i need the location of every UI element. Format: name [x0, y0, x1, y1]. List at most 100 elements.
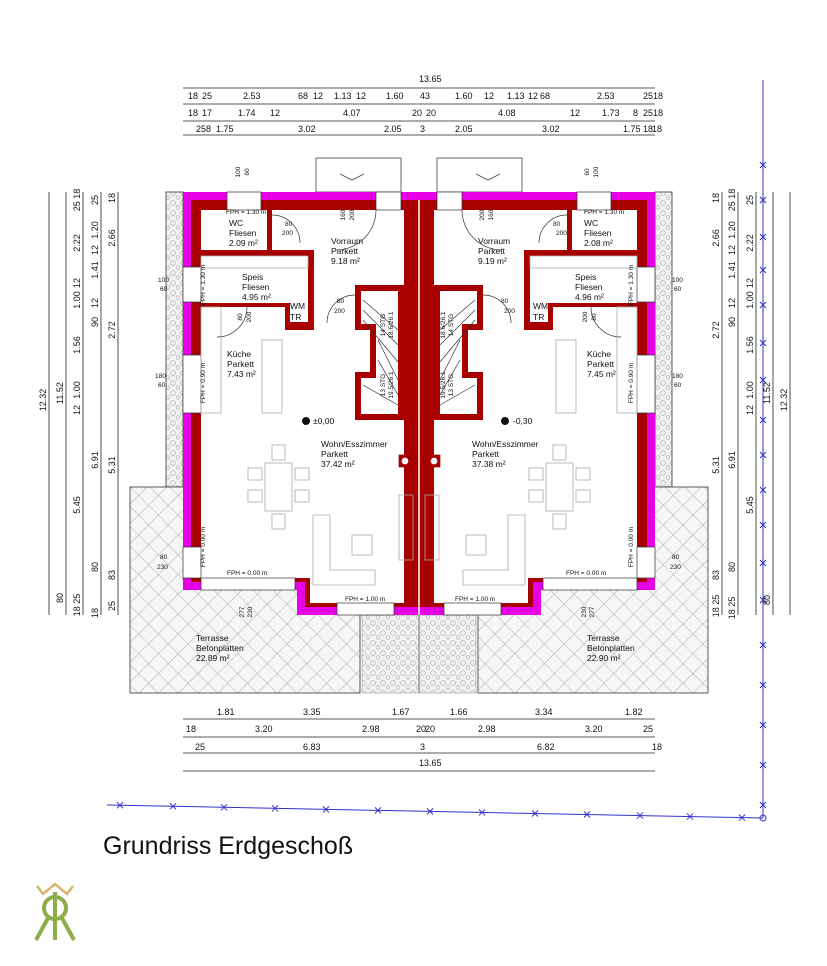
room-floor: Fliesen: [584, 228, 612, 238]
dimension-label: 12: [356, 91, 366, 101]
door-height: 200: [246, 311, 253, 322]
dimension-label: 12: [727, 298, 737, 308]
survey-point-marker: [759, 196, 767, 204]
survey-point-marker: [759, 339, 767, 347]
dimension-label: 12: [484, 91, 494, 101]
window-height: 230: [157, 564, 168, 571]
survey-point-marker: [116, 801, 124, 809]
dimension-label: 1.73: [602, 108, 620, 118]
dimension-label: 1.67: [392, 707, 410, 717]
room-area: 4.96 m²: [575, 292, 604, 302]
room-area: 7.45 m²: [587, 369, 616, 379]
dimension-label: 25 18: [72, 189, 82, 212]
dimension-label: 3: [420, 742, 425, 752]
dimension-label: 12: [72, 405, 82, 415]
room-floor: Parkett: [472, 449, 500, 459]
dimension-label: 2.05: [384, 124, 402, 134]
level-label: -0,30: [513, 416, 533, 426]
dimension-label: 25: [107, 601, 117, 611]
dimension-label: 11.52: [762, 382, 772, 404]
dimension-label: 12: [528, 91, 538, 101]
window-height: 60: [160, 286, 168, 293]
dimension-label: 13.65: [419, 74, 442, 84]
dimension-label: 20: [426, 108, 436, 118]
door-width: 277: [239, 606, 246, 617]
entry-canopy-right: [436, 157, 523, 193]
dimension-label: 2.72: [107, 321, 117, 339]
window-width: 100: [593, 166, 600, 177]
tr-label: TR: [290, 312, 301, 322]
room-name-wohnzimmer: Wohn/Esszimmer: [321, 439, 388, 449]
stairs-label: 19.5/26.1: [440, 371, 447, 398]
room-name-speis: Speis: [242, 272, 263, 282]
dimension-label: 3.34: [535, 707, 553, 717]
dimension-label: 18: [652, 124, 662, 134]
dimension-label: 6.91: [727, 451, 737, 469]
survey-point-marker: [759, 266, 767, 274]
door-width: 80: [285, 221, 293, 228]
dimension-label: 18: [90, 608, 100, 618]
dimension-label: 1.00: [745, 381, 755, 399]
dimension-label: 1.60: [386, 91, 404, 101]
gravel-strip-left: [165, 191, 184, 488]
dimension-label: 1.60: [455, 91, 473, 101]
dimension-label: 1.00: [72, 291, 82, 309]
dimension-label: 18 25: [72, 594, 82, 617]
dimension-label: 12: [313, 91, 323, 101]
survey-point-marker: [686, 813, 694, 820]
survey-point-marker: [759, 376, 767, 384]
dimension-label: 13.65: [419, 758, 442, 768]
survey-point-marker: [759, 451, 767, 459]
dimension-label: 18: [643, 124, 653, 134]
dimension-label: 43: [420, 91, 430, 101]
walls: [183, 192, 655, 615]
fph-label: FPH = 1.00 m: [345, 596, 385, 603]
page-title: Grundriss Erdgeschoß: [103, 832, 354, 860]
room-name-wc: WC: [229, 218, 243, 228]
room-name-wc: WC: [584, 218, 598, 228]
room-floor: Parkett: [227, 359, 255, 369]
dimension-label: 18: [653, 91, 663, 101]
survey-point-marker: [759, 681, 767, 689]
dimension-label: 3.02: [542, 124, 560, 134]
dimension-label: 1.13: [507, 91, 525, 101]
dimension-label: 5.45: [745, 496, 755, 514]
window-height: 60: [158, 382, 166, 389]
window-width: 100: [158, 277, 169, 284]
dimension-label: 2.98: [362, 724, 380, 734]
dimension-label: 83: [711, 570, 721, 580]
door-height: 200: [582, 311, 589, 322]
dimension-label: 18: [652, 742, 662, 752]
window-width: 100: [672, 277, 683, 284]
door-width: 160: [340, 209, 347, 220]
survey-point-marker: [759, 521, 767, 529]
door-width: 277: [589, 606, 596, 617]
dimension-label: 3.20: [585, 724, 603, 734]
dimension-label: 1.82: [625, 707, 643, 717]
dimension-label: 8: [206, 124, 211, 134]
dimension-label: 5.31: [107, 456, 117, 474]
dimension-label: 1.56: [72, 336, 82, 354]
door-width: 80: [337, 298, 345, 305]
room-name-kueche: Küche: [227, 349, 251, 359]
door-width: 80: [237, 313, 244, 321]
survey-point-marker: [478, 809, 486, 816]
dimension-label: 2.05: [455, 124, 473, 134]
dimension-label: 18 25: [727, 597, 737, 620]
dimension-label: 8: [633, 108, 638, 118]
survey-point-marker: [759, 301, 767, 309]
dimension-label: 3.35: [303, 707, 321, 717]
survey-point-marker: [759, 761, 767, 769]
stairs-label: 14 STG: [448, 314, 455, 336]
level-marker-left: [302, 417, 310, 425]
dimension-label: 1.74: [238, 108, 256, 118]
room-area: 9.19 m²: [478, 256, 507, 266]
room-area: 22.90 m²: [587, 653, 621, 663]
dimension-label: 80: [90, 562, 100, 572]
openings: [182, 191, 656, 616]
dimension-label: 1.56: [745, 336, 755, 354]
interior-floor-right: [434, 210, 637, 603]
door-swings: [216, 209, 622, 406]
fph-label: FPH = 1.30 m: [226, 209, 266, 216]
dimension-label: 1.13: [334, 91, 352, 101]
